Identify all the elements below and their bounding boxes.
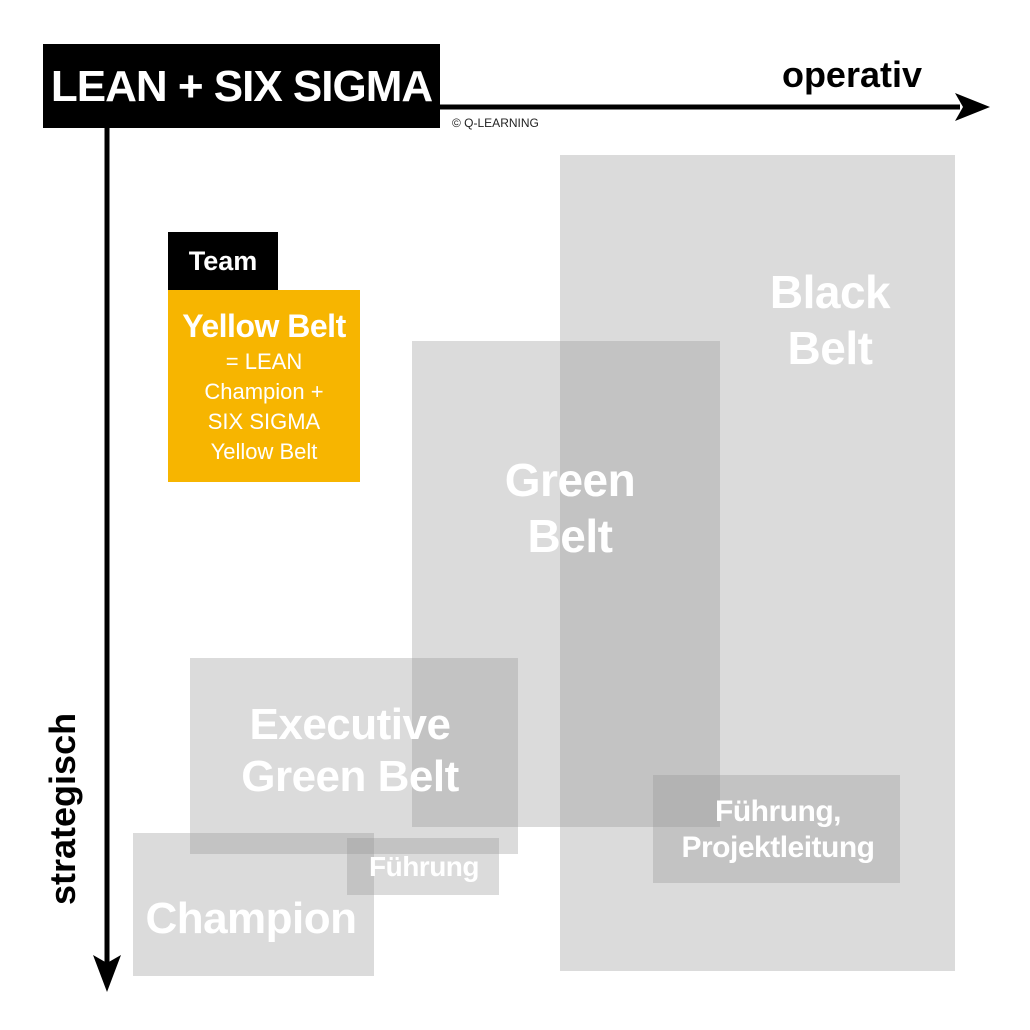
champion-label: Champion [145,894,357,943]
yellow-belt-title: Yellow Belt [182,308,346,344]
title-box: LEAN + SIX SIGMA [43,44,440,128]
x-axis-arrow [955,93,990,121]
y-axis-label: strategisch [42,712,83,905]
black-belt-region [560,155,955,971]
page-title: LEAN + SIX SIGMA [50,62,433,111]
yellow-belt-line: Yellow Belt [210,439,318,464]
fuehrung-label: Führung [368,851,480,882]
executive-green-belt-label: Executive Green Belt [241,700,459,802]
yellow-belt-line: Champion + [204,379,324,404]
copyright-notice: © Q-LEARNING [452,116,539,130]
green-belt-region [412,341,720,827]
fuehrung-projektleitung-region [653,775,900,883]
yellow-belt-line: SIX SIGMA [207,409,321,434]
champion-region [133,833,374,976]
team-tab: Team [168,232,278,290]
green-belt-label: Green Belt [504,454,636,563]
executive-green-belt-region [190,658,518,854]
fuehrung-region [347,838,499,895]
yellow-belt-description: = LEAN Champion + SIX SIGMA Yellow Belt [168,347,360,467]
fuehrung-projektleitung-label: Führung, Projektleitung [681,795,875,864]
y-axis-arrow [93,955,121,992]
black-belt-label: Black Belt [769,266,891,375]
yellow-belt-line: = LEAN [225,349,303,374]
x-axis-label: operativ [781,54,922,95]
yellow-belt-box: Yellow Belt = LEAN Champion + SIX SIGMA … [168,290,360,482]
